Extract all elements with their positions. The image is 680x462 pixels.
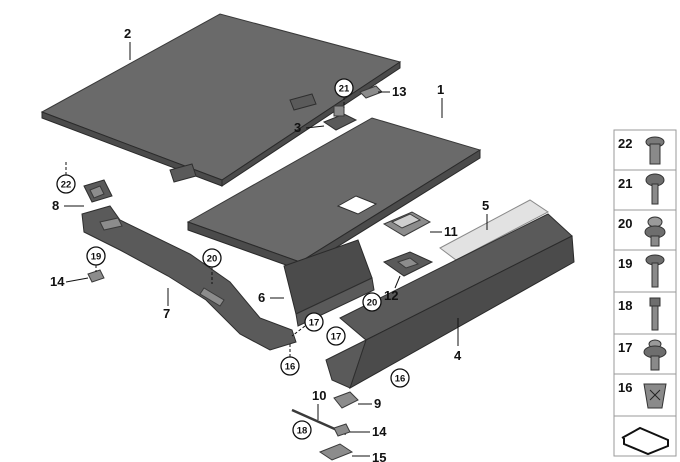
svg-text:21: 21 [339,84,350,95]
svg-text:19: 19 [91,252,102,263]
circle-callout-16-left: 16 [280,344,300,376]
callout-5: 5 [482,198,489,230]
callout-15: 15 [352,450,386,462]
floor-outline-icon [621,426,669,456]
svg-text:1: 1 [437,82,444,97]
circle-callout-17-upper: 17 [291,312,324,337]
legend-label-17: 17 [618,340,632,355]
svg-text:13: 13 [392,84,406,99]
svg-text:16: 16 [285,362,296,373]
svg-text:5: 5 [482,198,489,213]
legend-label-22: 22 [618,136,632,151]
circle-callout-20-left: 20 [202,248,222,284]
svg-text:20: 20 [207,254,218,265]
svg-text:15: 15 [372,450,386,462]
callout-14-upper: 14 [50,274,89,289]
svg-text:4: 4 [454,348,462,363]
legend-label-18: 18 [618,298,632,313]
callout-4: 4 [454,318,462,363]
svg-text:8: 8 [52,198,59,213]
clip-nut-icon [644,216,666,247]
svg-text:9: 9 [374,396,381,411]
circle-callout-22: 22 [56,160,76,194]
bracket-3 [322,105,358,131]
svg-text:17: 17 [331,332,342,343]
callout-9: 9 [358,396,381,411]
part-9 [333,391,359,409]
legend-label-21: 21 [618,176,632,191]
circle-callout-18: 18 [292,420,312,440]
circle-callout-17-lower: 17 [326,326,346,346]
holder-8 [83,179,113,203]
floor-panel-upper [40,13,402,187]
circle-callout-20-right: 20 [362,292,382,312]
clip-14-lower [333,423,351,437]
bolt-icon [649,297,661,331]
circle-callout-21: 21 [334,78,354,108]
callout-2: 2 [124,26,131,60]
svg-text:18: 18 [297,426,308,437]
svg-text:6: 6 [258,290,265,305]
svg-text:12: 12 [384,288,398,303]
callout-8: 8 [52,198,84,213]
svg-text:7: 7 [163,306,170,321]
trim-strip-5 [439,199,549,261]
speed-nut-icon [643,383,667,409]
circle-callout-19: 19 [86,246,106,272]
cover-11 [382,211,432,237]
callout-11: 11 [430,224,458,239]
callout-3: 3 [294,120,325,135]
circle-callout-16-right: 16 [390,368,410,388]
callout-13: 13 [378,84,406,99]
svg-text:2: 2 [124,26,131,41]
svg-text:14: 14 [50,274,65,289]
screw-icon [645,254,665,288]
svg-text:22: 22 [61,180,72,191]
floor-panel-lower [186,117,482,271]
svg-text:20: 20 [367,298,378,309]
collar-screw-icon [643,339,667,371]
callout-6: 6 [258,290,284,305]
fastener-legend: 22 21 20 19 18 17 16 [613,129,677,457]
legend-label-20: 20 [618,216,632,231]
svg-text:14: 14 [372,424,387,439]
legend-label-16: 16 [618,380,632,395]
trim-panel-4 [325,213,575,390]
svg-text:17: 17 [309,318,320,329]
svg-text:3: 3 [294,120,301,135]
screw-icon [645,173,665,205]
svg-text:11: 11 [444,224,458,239]
part-15 [318,443,354,461]
legend-label-19: 19 [618,256,632,271]
carrier-rail-7 [81,205,297,351]
cover-12 [382,251,434,277]
callout-1: 1 [437,82,444,118]
push-clip-icon [645,136,665,165]
callout-12: 12 [384,275,401,303]
callout-14-lower: 14 [350,424,387,439]
callout-10: 10 [312,388,326,420]
svg-text:10: 10 [312,388,326,403]
svg-text:16: 16 [395,374,406,385]
callout-7: 7 [163,288,170,321]
